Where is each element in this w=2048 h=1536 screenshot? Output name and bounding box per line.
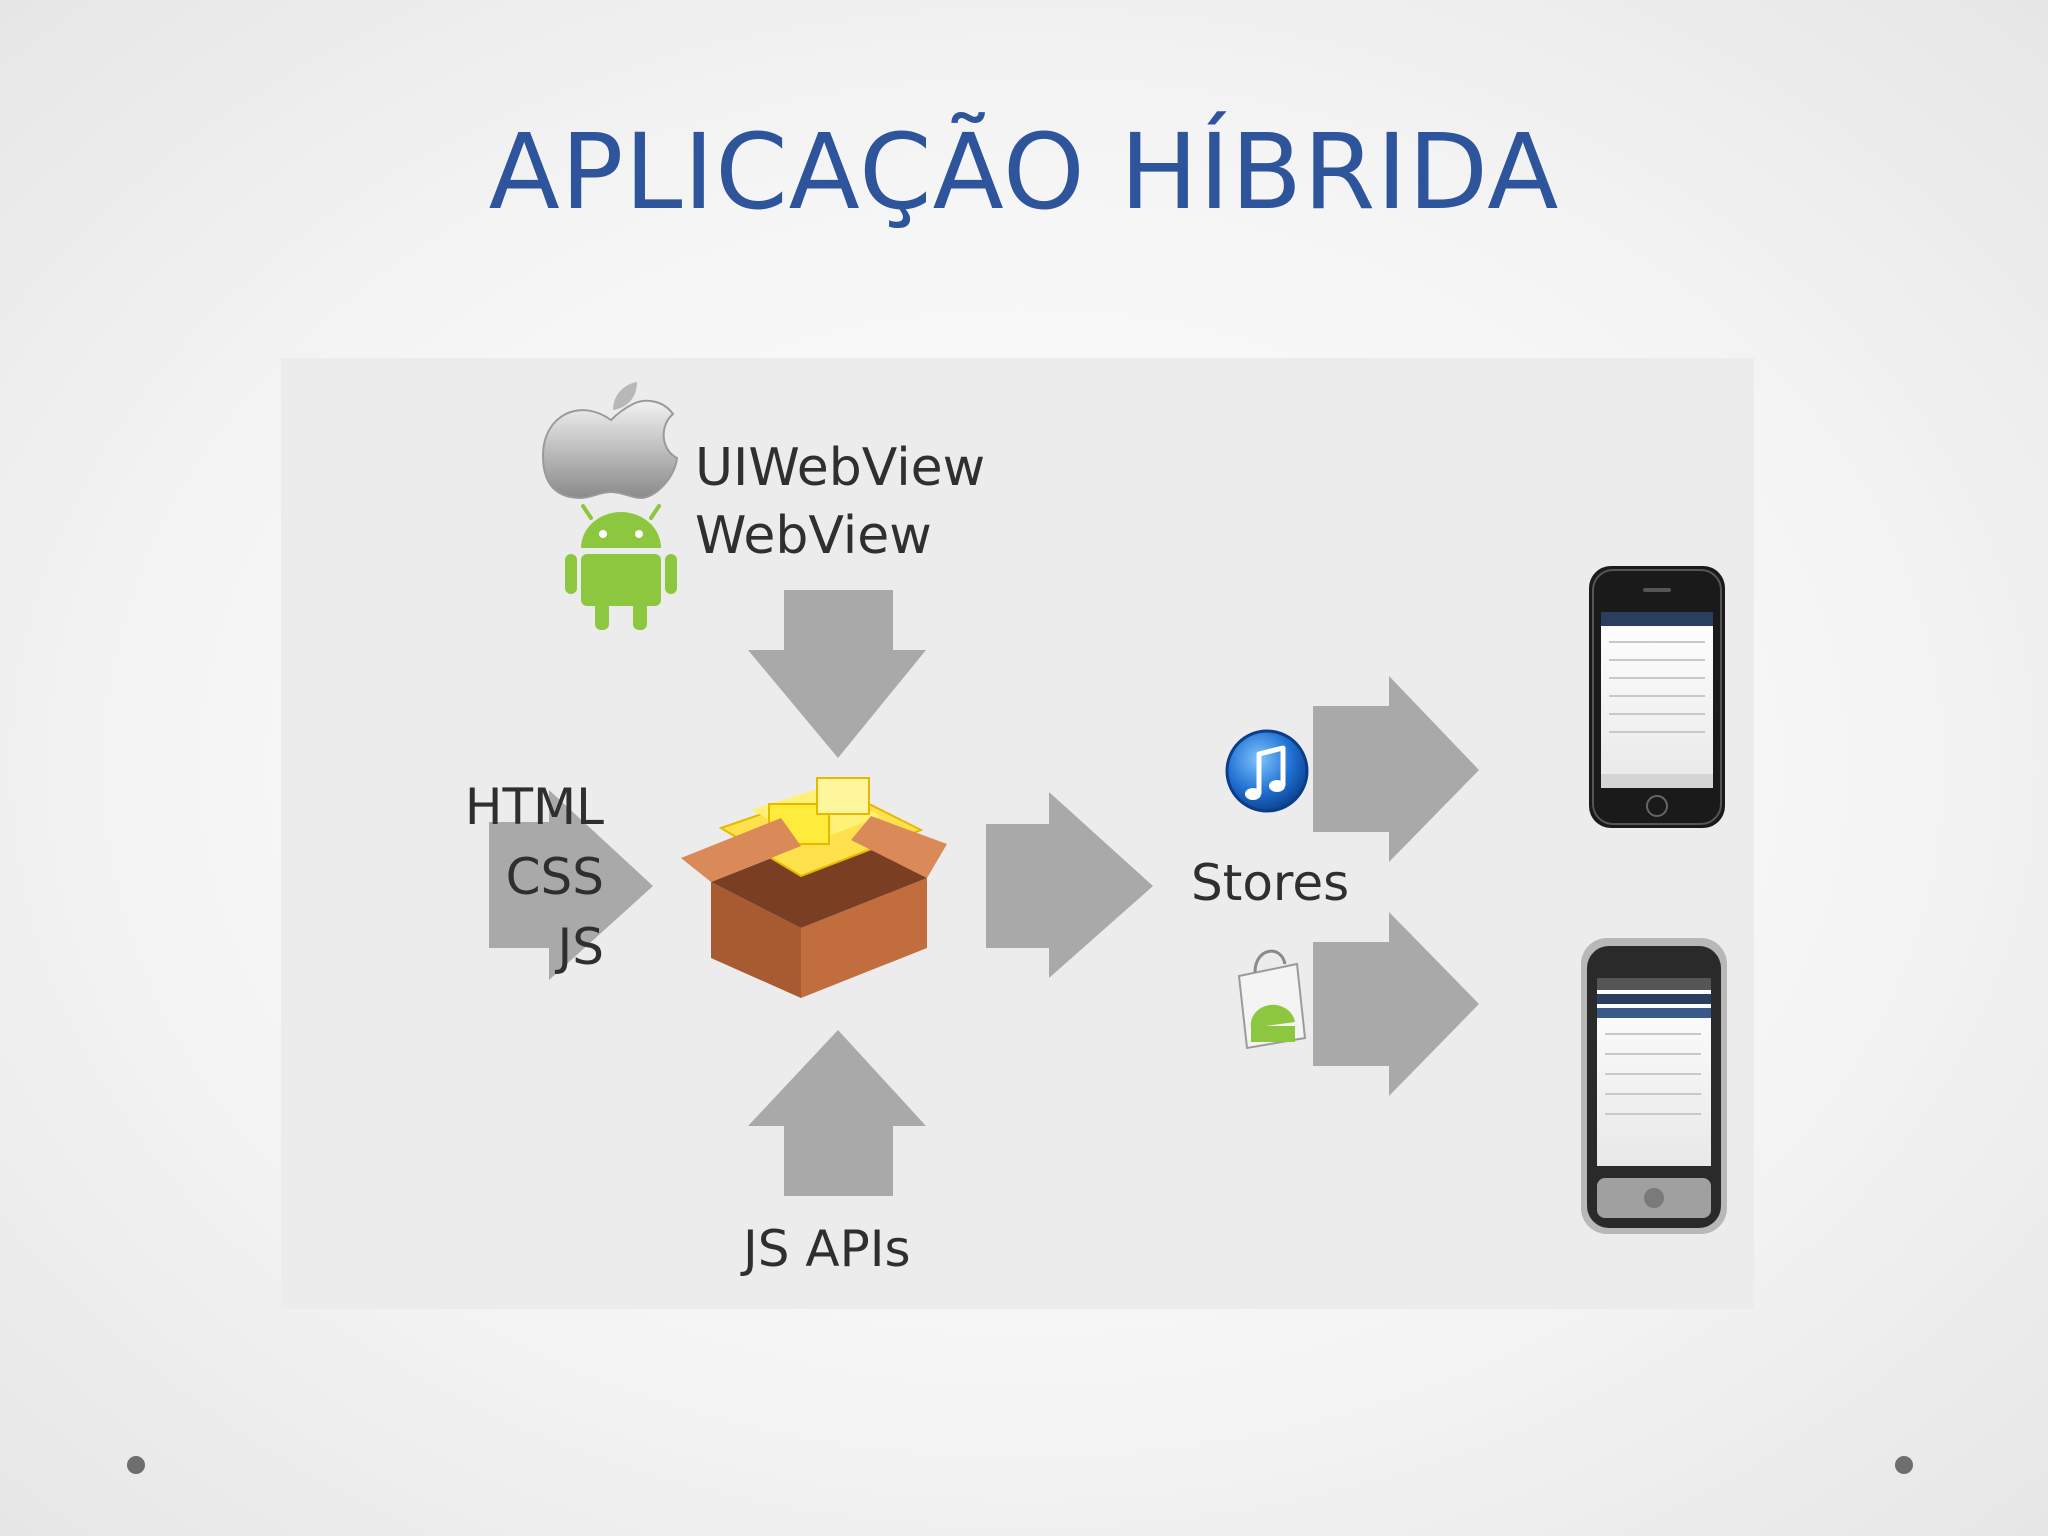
slide-bullet-dot-right [1895, 1456, 1913, 1474]
arrow-up [748, 1030, 926, 1196]
iphone-icon [1589, 566, 1725, 828]
input-label-html: HTML [464, 778, 604, 836]
arrow-right-input [489, 790, 653, 980]
hybrid-app-diagram: UIWebView WebView HTML CSS JS Stores JS … [281, 358, 1754, 1309]
slide-title: APLICAÇÃO HÍBRIDA [488, 111, 1560, 233]
arrow-right-stores [986, 792, 1153, 978]
stores-label: Stores [1191, 854, 1350, 912]
android-robot-icon [565, 504, 677, 630]
js-apis-label: JS APIs [743, 1220, 911, 1278]
input-label-css: CSS [505, 848, 604, 906]
android-market-icon [1237, 949, 1307, 1050]
slide-bullet-dot-left [127, 1456, 145, 1474]
uiwebview-label: UIWebView [695, 438, 986, 498]
android-phone-icon [1581, 938, 1727, 1234]
diagram-graphics [489, 382, 1727, 1234]
apple-logo-icon [541, 382, 679, 500]
itunes-store-icon [1225, 729, 1309, 813]
arrow-right-android-phone [1313, 912, 1479, 1096]
arrow-down [748, 590, 926, 758]
webview-label: WebView [695, 506, 932, 566]
package-box-icon [681, 777, 947, 998]
input-label-js: JS [557, 918, 604, 976]
arrow-right-iphone [1313, 676, 1479, 862]
